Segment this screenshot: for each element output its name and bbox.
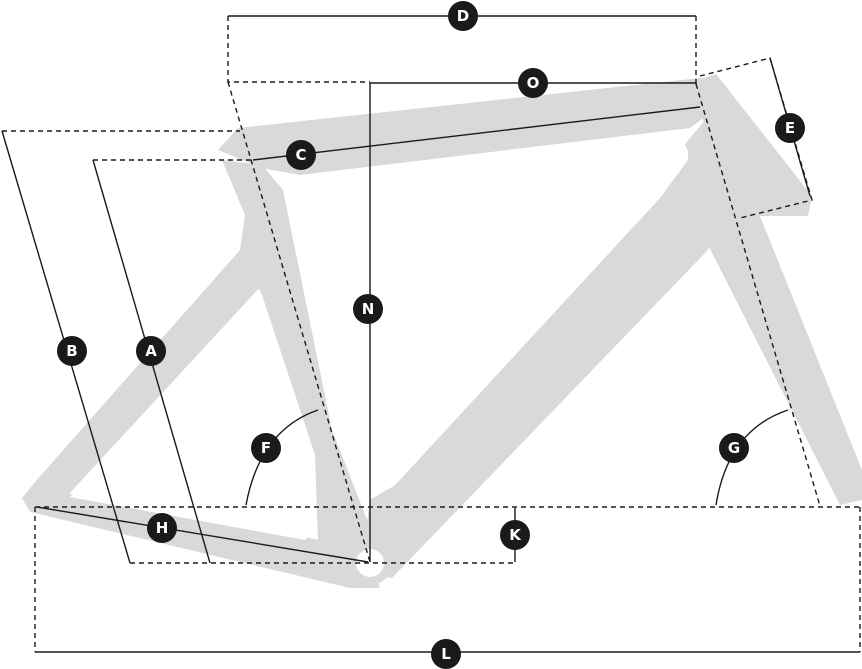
bike-frame-silhouette: [22, 74, 862, 588]
badge-g: G: [719, 433, 749, 463]
label-badges: D O C E N B A F G H K L: [57, 1, 805, 669]
svg-text:D: D: [457, 7, 469, 25]
reference-lines: [2, 16, 861, 652]
svg-text:C: C: [295, 146, 306, 164]
badge-c: C: [286, 140, 316, 170]
svg-text:K: K: [509, 526, 522, 544]
svg-text:O: O: [527, 74, 540, 92]
badge-e: E: [775, 113, 805, 143]
svg-text:H: H: [156, 519, 169, 537]
badge-b: B: [57, 336, 87, 366]
svg-text:G: G: [728, 439, 740, 457]
badge-n: N: [353, 294, 383, 324]
badge-a: A: [136, 336, 166, 366]
svg-text:N: N: [362, 300, 375, 318]
badge-l: L: [431, 639, 461, 669]
svg-text:E: E: [785, 119, 795, 137]
badge-o: O: [518, 68, 548, 98]
badge-k: K: [500, 520, 530, 550]
svg-text:F: F: [261, 439, 271, 457]
svg-text:B: B: [66, 342, 77, 360]
badge-f: F: [251, 433, 281, 463]
badge-d: D: [448, 1, 478, 31]
badge-h: H: [147, 513, 177, 543]
svg-text:L: L: [441, 645, 451, 663]
svg-text:A: A: [145, 342, 157, 360]
